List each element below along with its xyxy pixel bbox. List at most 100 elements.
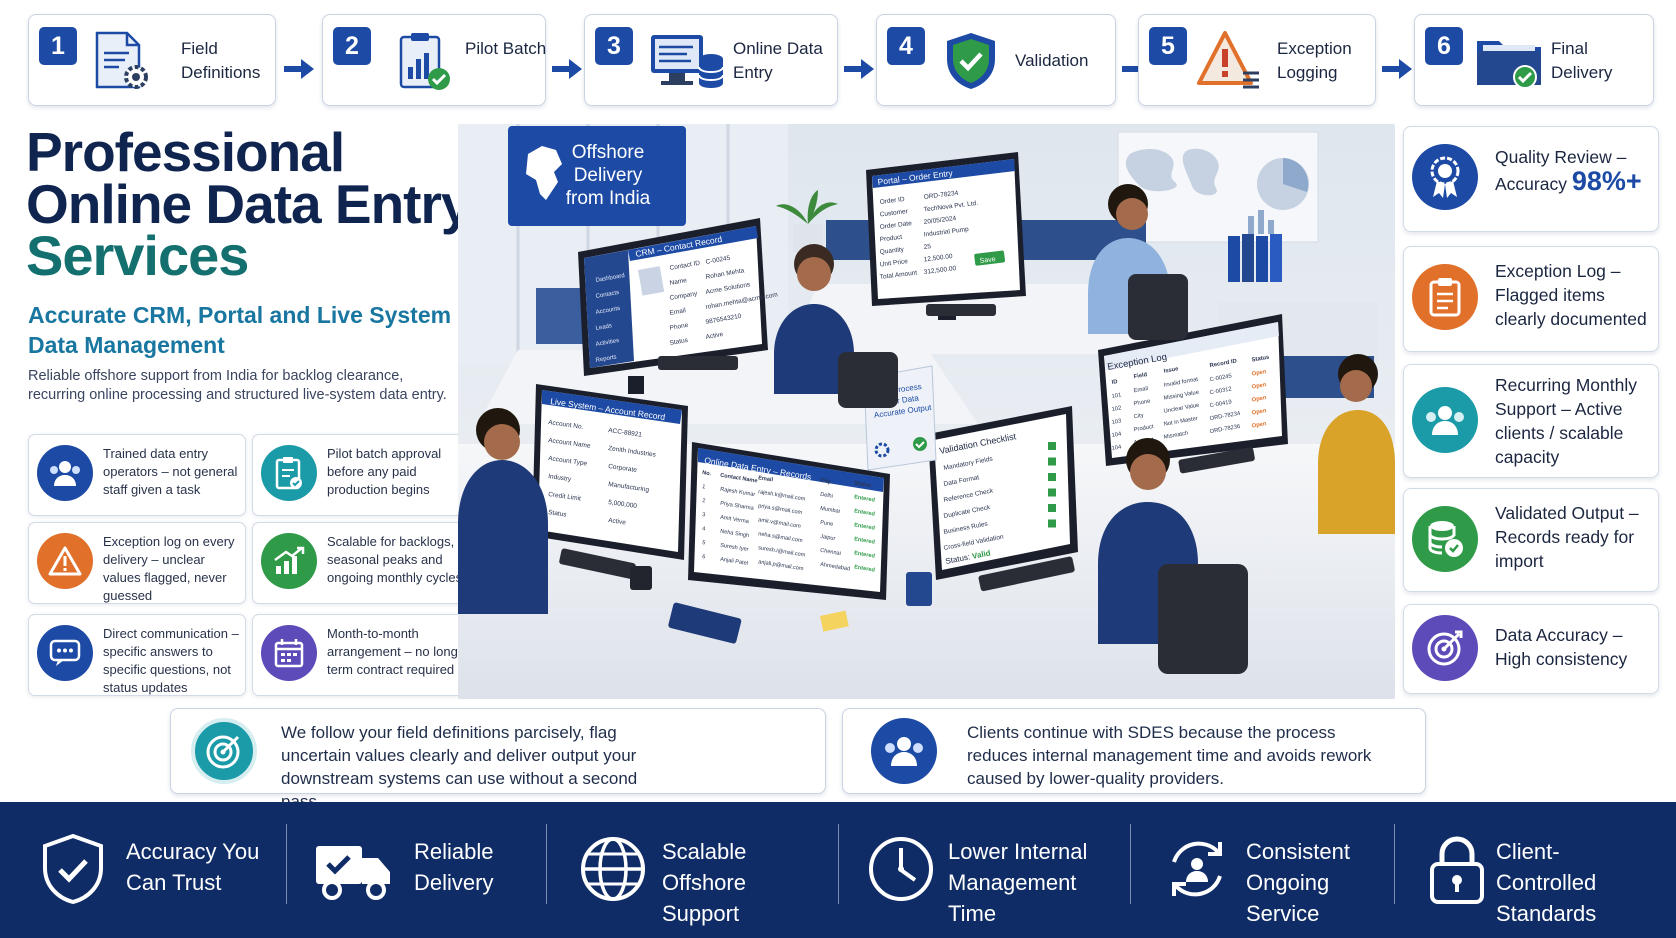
feature-text: Scalable for backlogs, seasonal peaks an…	[327, 534, 463, 585]
card-text: Recurring Monthly Support – Active clien…	[1495, 375, 1637, 467]
divider	[1130, 824, 1131, 904]
crm-nav-item: Accounts	[595, 306, 620, 316]
field-value: Corporate	[608, 463, 638, 474]
card-text: Quality Review – Accuracy 98%+	[1495, 145, 1655, 196]
target-icon	[191, 718, 257, 784]
table-cell: Amit Verma	[720, 515, 750, 526]
status-badge: Open	[1251, 382, 1267, 391]
field-value: 312,500.00	[923, 265, 957, 276]
feature-text: Exception log on every delivery – unclea…	[103, 534, 235, 603]
truck-check-icon	[316, 846, 390, 900]
column-header: Record ID	[1209, 359, 1237, 370]
column-header: City	[820, 478, 832, 486]
field-label: Unit Price	[879, 258, 908, 268]
table-cell: City	[1133, 413, 1144, 421]
padlock-icon	[1430, 836, 1484, 904]
column-header: No.	[702, 470, 712, 477]
status-badge: Open	[1251, 421, 1267, 430]
warning-icon	[37, 533, 93, 589]
field-label: Order Date	[879, 220, 912, 231]
crm-nav-item: Dashboard	[595, 273, 625, 284]
step-number: 6	[1425, 27, 1463, 65]
step-pilot-batch: 2 Pilot Batch	[322, 14, 546, 106]
operator-1	[774, 244, 898, 408]
benefit-item: Accuracy You Can Trust	[38, 828, 278, 912]
table-cell: Jaipur	[820, 534, 836, 542]
status-badge: Entered	[854, 522, 876, 531]
column-header: Status	[854, 480, 872, 489]
divider	[286, 824, 287, 904]
benefit-item: Consistent Ongoing Service	[1162, 828, 1402, 926]
benefit-item: Lower Internal Management Time	[866, 828, 1116, 926]
status-badge: Entered	[854, 536, 876, 545]
table-cell: Delhi	[820, 492, 834, 500]
award-ribbon-icon	[1412, 144, 1478, 210]
benefit-text: Scalable Offshore Support	[662, 839, 747, 926]
clock-icon	[869, 837, 933, 901]
benefit-item: Reliable Delivery	[314, 828, 544, 912]
card-text: Exception Log – Flagged items clearly do…	[1495, 261, 1647, 329]
recurring-support-card: Recurring Monthly Support – Active clien…	[1403, 364, 1659, 478]
feature-card: Month-to-month arrangement – no long-ter…	[252, 614, 470, 696]
table-cell: 3	[702, 512, 706, 518]
column-header: ID	[1111, 379, 1118, 386]
field-label: Email	[669, 307, 687, 317]
table-cell: Neha Singh	[720, 529, 750, 539]
field-value: ORD-78234	[923, 190, 959, 201]
step-label: Field Definitions	[181, 39, 261, 82]
step-label: Validation	[1015, 51, 1089, 70]
check-icon	[1048, 504, 1056, 512]
crm-nav-item: Reports	[595, 354, 617, 364]
feature-card: Scalable for backlogs, seasonal peaks an…	[252, 522, 470, 604]
feature-card: Direct communication – specific answers …	[28, 614, 246, 696]
status-badge: Entered	[854, 494, 876, 503]
card-text: Data Accuracy – High consistency	[1495, 625, 1628, 669]
target-icon	[1412, 615, 1478, 681]
column-header: Status	[1251, 355, 1269, 364]
field-label: Credit Limit	[548, 491, 582, 503]
table-cell: Rajesh Kumar	[720, 487, 756, 498]
live-system-screen: Live System – Account Record Account No.…	[532, 384, 688, 560]
shield-check-icon	[43, 833, 103, 905]
field-label: Product	[879, 234, 902, 244]
statement-text: Clients continue with SDES because the p…	[967, 723, 1372, 788]
crm-nav-item: Leads	[595, 323, 612, 332]
feature-card: Trained data entry operators – not gener…	[28, 434, 246, 516]
step-validation: 4 Validation	[876, 14, 1116, 106]
status-badge: Open	[1251, 395, 1267, 404]
field-label: Name	[669, 277, 688, 287]
exception-log-card: Exception Log – Flagged items clearly do…	[1403, 246, 1659, 352]
portal-screen: Portal – Order Entry Order IDORD-78234Cu…	[866, 152, 1026, 320]
check-icon	[1048, 457, 1056, 466]
step-final-delivery: 6 Final Delivery	[1414, 14, 1654, 106]
arrow-right-icon	[844, 59, 874, 79]
feature-text: Direct communication – specific answers …	[103, 626, 239, 695]
field-label: Quantity	[879, 246, 905, 256]
field-value: C-00245	[705, 255, 731, 266]
step-label: Pilot Batch	[465, 39, 547, 58]
table-cell: Mumbai	[820, 506, 841, 515]
accuracy-value: 98%+	[1571, 166, 1642, 196]
table-cell: 103	[1111, 418, 1122, 426]
benefit-text: Accuracy You Can Trust	[126, 839, 260, 895]
table-cell: Phone	[1133, 399, 1151, 408]
arrow-right-icon	[552, 59, 582, 79]
globe-icon	[581, 837, 645, 901]
step-number: 1	[39, 27, 77, 65]
data-accuracy-card: Data Accuracy – High consistency	[1403, 604, 1659, 694]
table-cell: 2	[702, 498, 706, 504]
benefit-text: Lower Internal Management Time	[948, 839, 1088, 926]
check-icon	[1048, 473, 1056, 481]
quality-review-card: Quality Review – Accuracy 98%+	[1403, 126, 1659, 232]
process-steps: 1 Field Definitions 2 Pilot Batch 3	[28, 14, 1654, 108]
arrow-right-icon	[1382, 59, 1412, 79]
card-text: Quality Review – Accuracy	[1495, 147, 1627, 194]
operator-2	[1088, 184, 1188, 340]
feature-text: Month-to-month arrangement – no long-ter…	[327, 626, 463, 677]
table-cell: 104	[1111, 444, 1122, 452]
feature-text: Pilot batch approval before any paid pro…	[327, 446, 442, 497]
column-header: Field	[1133, 372, 1148, 380]
step-label: Online Data Entry	[733, 39, 823, 82]
